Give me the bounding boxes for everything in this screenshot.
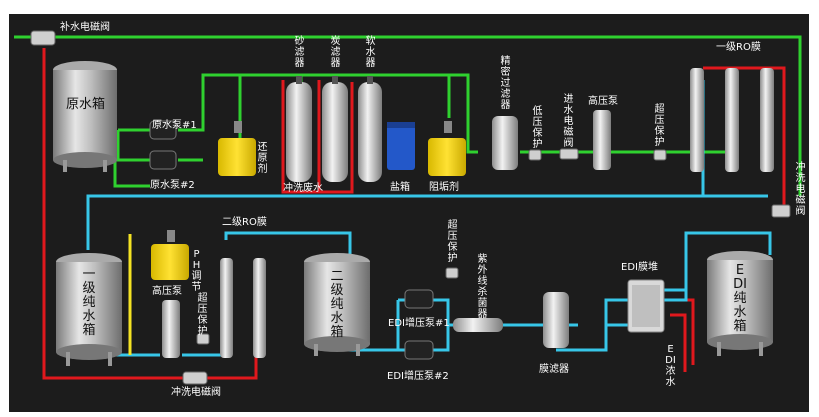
inlet-valve-label: 进水电磁阀 (563, 94, 574, 149)
salt-box (387, 122, 415, 170)
tank2-label: 二级纯水箱 (330, 269, 344, 340)
flush-valve-right-label: 冲洗电磁阀 (795, 162, 806, 217)
valves (30, 30, 791, 385)
over-pressure-1-label: 超压保护 (654, 104, 665, 148)
make-up-valve-label: 补水电磁阀 (60, 22, 110, 33)
raw-pump-1-label: 原水泵#1 (152, 120, 197, 131)
edi-tank (707, 251, 773, 356)
raw-pump-2-label: 原水泵#2 (150, 180, 195, 191)
precision-filter (492, 116, 518, 170)
over-pressure-3-label: 超压保护 (447, 220, 458, 264)
pumps (149, 110, 611, 360)
precision-filter-label: 精密过滤器 (500, 56, 511, 111)
salt-box-label: 盐箱 (390, 182, 410, 193)
edi-tank-label: EDI纯水箱 (733, 263, 747, 334)
uv-sterilizer-label: 紫外线杀菌器 (477, 254, 488, 320)
edi-stack (627, 279, 665, 333)
edi-pump-1-label: EDI增压泵#1 (388, 318, 450, 329)
softener-label: 软水器 (365, 36, 376, 69)
carbon-filter-label: 炭滤器 (330, 36, 341, 69)
tank1-label: 一级纯水箱 (82, 267, 96, 338)
tank-2-pure (304, 253, 370, 356)
raw-water-tank (53, 61, 117, 172)
scale-inhibitor-label: 阻垢剂 (429, 182, 459, 193)
uv-sterilizer (453, 318, 503, 332)
membrane-filter (543, 292, 569, 348)
membrane-filter-label: 膜滤器 (539, 364, 569, 375)
low-pressure-label: 低压保护 (532, 106, 543, 150)
over-pressure-2-label: 超压保护 (197, 293, 208, 337)
flush-valve-bottom-label: 冲洗电磁阀 (171, 387, 221, 398)
ro1-membranes (690, 68, 774, 172)
ro2-label: 二级RO膜 (222, 217, 267, 228)
edi-pump-2-label: EDI增压泵#2 (387, 371, 449, 382)
ro1-label: 一级RO膜 (716, 42, 761, 53)
edi-stack-label: EDI膜堆 (621, 262, 658, 273)
reducer-label: 还原剂 (257, 142, 268, 175)
pipes-red (42, 48, 786, 380)
dosing-tanks (151, 121, 466, 280)
sand-filter-label: 砂滤器 (294, 36, 305, 69)
ph-adjust-label: PH调节 (191, 249, 202, 293)
tank-1-pure (56, 253, 122, 366)
raw-tank-label: 原水箱 (66, 97, 106, 112)
pipes-green (14, 35, 802, 196)
flush-waste-label: 冲洗废水 (283, 183, 323, 194)
edi-concentrate-label: EDI浓水 (665, 344, 676, 388)
ro2-membranes (220, 258, 266, 358)
hp-pump-2-label: 高压泵 (152, 286, 182, 297)
hp-pump-1-label: 高压泵 (588, 96, 618, 107)
filter-columns (286, 76, 382, 182)
